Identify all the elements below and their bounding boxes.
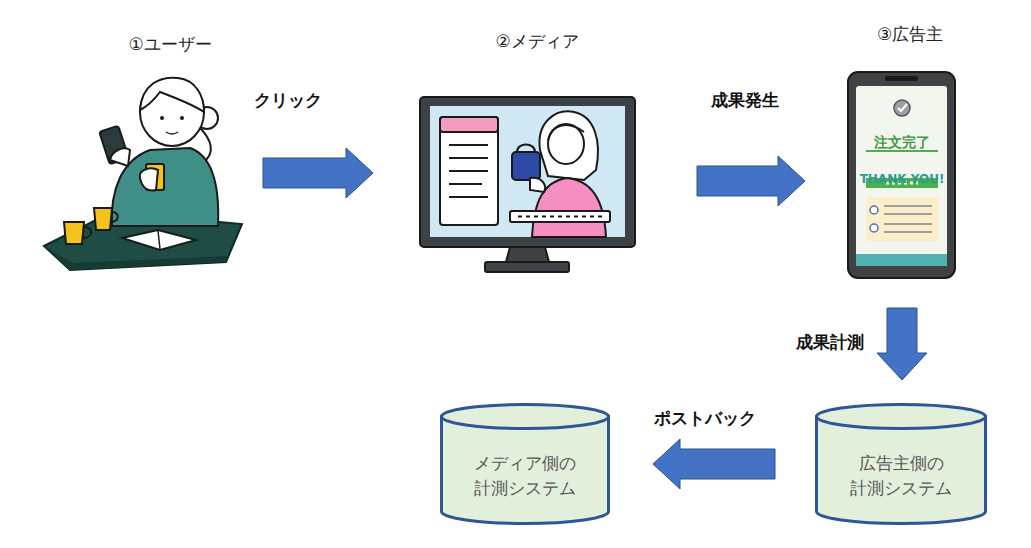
monitor-illustration-part xyxy=(485,262,569,272)
monitor-illustration-part xyxy=(539,111,597,180)
phone-illustration-part xyxy=(884,205,932,207)
monitor-illustration xyxy=(420,97,635,272)
phone-illustration-part xyxy=(866,150,938,152)
user-illustration-part xyxy=(82,227,91,238)
party-heading: ②メディア xyxy=(495,31,578,51)
monitor-illustration-part xyxy=(510,211,610,222)
party-heading: ①ユーザー xyxy=(128,34,211,54)
phone-illustration-part xyxy=(884,223,932,225)
phone-illustration-part xyxy=(894,100,910,116)
user-illustration-part xyxy=(160,116,164,120)
monitor-illustration-part xyxy=(517,145,535,153)
user-illustration-part xyxy=(64,222,84,244)
flow-arrow xyxy=(697,156,805,206)
phone-illustration-part xyxy=(870,224,878,232)
monitor-illustration-part xyxy=(440,117,498,225)
phone-illustration-part xyxy=(856,254,947,266)
phone-illustration-part xyxy=(848,72,955,278)
user-illustration-part xyxy=(158,231,160,249)
monitor-illustration-part xyxy=(518,216,602,218)
monitor-illustration-part xyxy=(506,247,549,262)
edge-label: 成果発生 xyxy=(709,89,781,112)
edge-label: クリック xyxy=(252,89,324,112)
monitor-illustration-part xyxy=(449,157,488,159)
user-illustration-part xyxy=(44,246,228,270)
system-name: メディア側の 計測システム xyxy=(455,451,595,502)
monitor-illustration-part xyxy=(430,106,625,237)
user-illustration-part xyxy=(140,78,204,146)
edge-label: 成果計測 xyxy=(794,331,866,354)
user-figure: ①ユーザー xyxy=(40,20,260,278)
system-cylinder: 広告主側の 計測システム xyxy=(815,403,987,525)
flow-arrow xyxy=(877,308,927,380)
media-figure: ②メディア xyxy=(380,20,690,280)
phone-illustration-part xyxy=(885,76,918,81)
phone-illustration-part xyxy=(884,213,932,215)
monitor-illustration-part xyxy=(449,170,488,172)
user-illustration-part xyxy=(122,230,196,250)
cylinder-body xyxy=(817,415,986,524)
user-illustration-part xyxy=(110,212,118,222)
monitor-illustration-part xyxy=(449,144,488,146)
phone-illustration-part xyxy=(898,104,907,111)
user-illustration xyxy=(44,78,242,270)
screen-text: 注文完了 xyxy=(874,134,930,151)
monitor-illustration-part xyxy=(420,97,635,247)
monitor-illustration-part xyxy=(440,117,498,132)
phone-illustration-part xyxy=(856,86,947,266)
phone-illustration-part xyxy=(870,206,878,214)
phone-illustration-part xyxy=(884,231,932,233)
monitor-illustration-part xyxy=(449,196,488,198)
monitor-illustration-part xyxy=(512,152,540,180)
monitor-illustration-part xyxy=(449,183,482,185)
user-illustration-part xyxy=(94,208,112,230)
cylinder-body xyxy=(442,415,609,524)
user-illustration-part xyxy=(140,78,204,112)
monitor-illustration-part xyxy=(530,178,545,192)
monitor-illustration-part xyxy=(548,125,584,140)
party-heading: ③広告主 xyxy=(877,24,943,44)
screen-text: THANK YOU! xyxy=(860,172,945,186)
user-illustration-part xyxy=(110,148,130,166)
flow-arrow xyxy=(653,439,775,489)
system-cylinder: メディア側の 計測システム xyxy=(440,403,610,525)
phone-illustration xyxy=(848,72,955,278)
cylinder-top xyxy=(442,405,609,429)
cylinder-top xyxy=(817,405,986,429)
user-illustration-part xyxy=(180,116,184,120)
user-illustration-part xyxy=(200,128,211,160)
system-name: 広告主側の 計測システム xyxy=(830,451,972,502)
user-illustration-part xyxy=(140,168,158,190)
flow-arrow xyxy=(263,148,373,198)
monitor-illustration-part xyxy=(548,124,584,164)
advertiser-figure: ③広告主注文完了 THANK YOU! xyxy=(820,15,985,285)
edge-label: ポストバック xyxy=(652,407,758,430)
user-illustration-part xyxy=(166,132,178,134)
phone-illustration-part xyxy=(866,197,938,241)
